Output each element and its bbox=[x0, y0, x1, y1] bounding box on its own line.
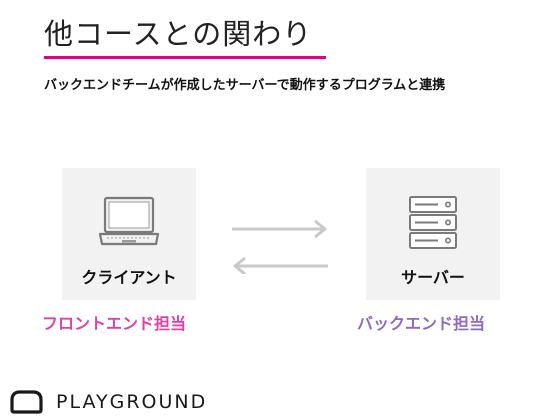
server-label: サーバー bbox=[401, 268, 465, 287]
laptop-icon bbox=[62, 194, 196, 252]
playground-logo-icon bbox=[9, 389, 44, 415]
slide-title: 他コースとの関わり bbox=[44, 17, 313, 51]
client-panel: クライアント bbox=[62, 168, 196, 300]
backend-role-label: バックエンド担当 bbox=[357, 314, 486, 333]
brand-logo: PLAYGROUND bbox=[9, 389, 207, 415]
client-label: クライアント bbox=[81, 268, 177, 287]
arrow-left-icon bbox=[233, 256, 328, 276]
title-block: 他コースとの関わり bbox=[44, 14, 326, 59]
server-panel: サーバー bbox=[366, 168, 500, 300]
slide-description: バックエンドチームが作成したサーバーで動作するプログラムと連携 bbox=[44, 78, 446, 93]
arrow-right-icon bbox=[232, 219, 327, 239]
connection-arrows bbox=[228, 212, 332, 276]
title-underline bbox=[44, 56, 326, 59]
frontend-role-label: フロントエンド担当 bbox=[42, 314, 187, 333]
brand-name: PLAYGROUND bbox=[56, 391, 208, 413]
server-icon bbox=[366, 194, 500, 252]
